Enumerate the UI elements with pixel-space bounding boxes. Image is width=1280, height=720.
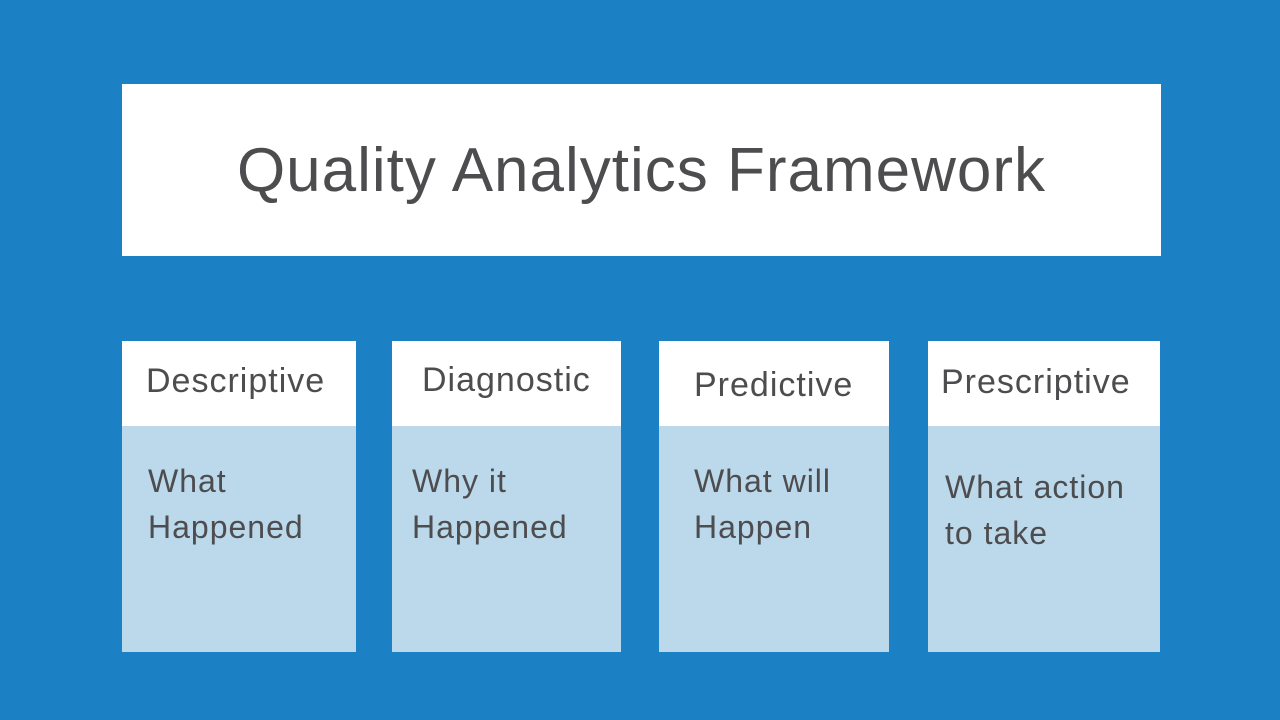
slide-title: Quality Analytics Framework [236,135,1047,205]
column-diagnostic-header-label: Diagnostic [422,361,591,399]
column-predictive-body: What will Happen [659,426,889,652]
column-prescriptive-header-label: Prescriptive [941,363,1131,401]
column-diagnostic: Diagnostic Why it Happened [392,341,621,652]
column-prescriptive-header: Prescriptive [928,341,1160,426]
column-prescriptive: Prescriptive What action to take [928,341,1160,652]
column-diagnostic-body: Why it Happened [392,426,621,652]
column-predictive-header-label: Predictive [694,366,854,404]
column-descriptive: Descriptive What Happened [122,341,356,652]
column-descriptive-body: What Happened [122,426,356,652]
title-panel: Quality Analytics Framework [122,84,1161,256]
column-descriptive-header: Descriptive [122,341,356,426]
column-prescriptive-body: What action to take [928,426,1160,652]
column-predictive-header: Predictive [659,341,889,426]
column-diagnostic-header: Diagnostic [392,341,621,426]
column-descriptive-header-label: Descriptive [146,362,326,400]
column-predictive: Predictive What will Happen [659,341,889,652]
